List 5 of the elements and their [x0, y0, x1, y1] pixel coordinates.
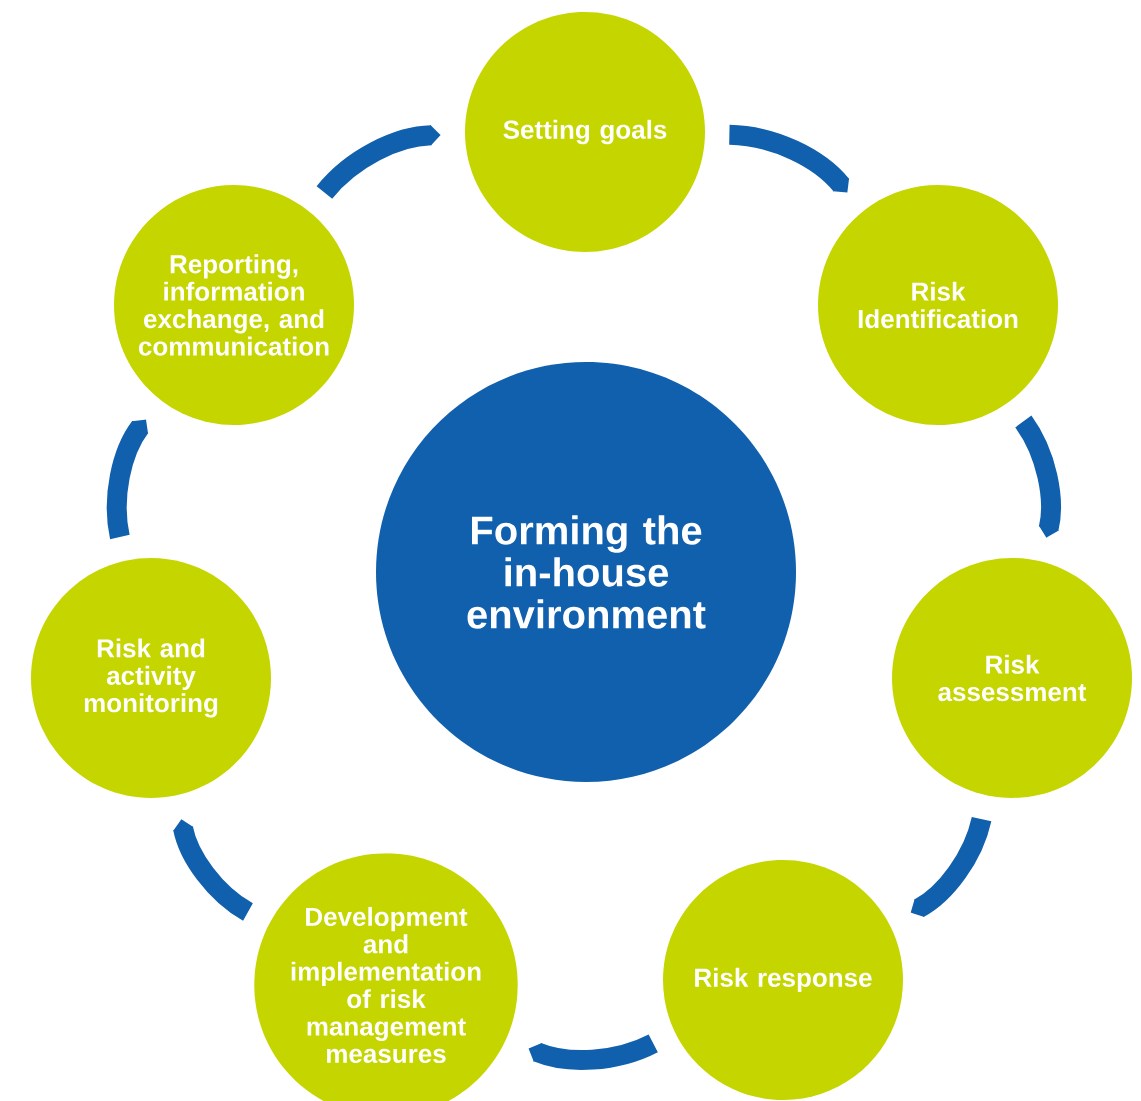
arrow [173, 819, 254, 921]
arrow [1015, 415, 1061, 538]
arrow [728, 124, 850, 193]
arrow [106, 419, 149, 539]
arrow [316, 125, 441, 199]
